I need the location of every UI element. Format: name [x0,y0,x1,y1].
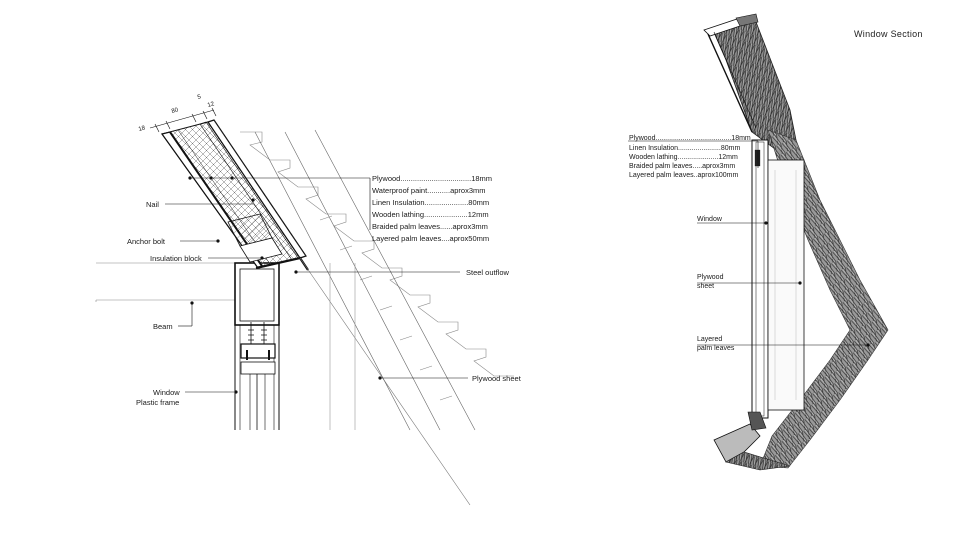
dim-label-80: 80 [171,107,180,115]
spec-linen-insulation: Linen Insulation.....................80m… [372,198,489,207]
right-layer-spec: Plywood.................................… [629,135,751,179]
base-sill [713,411,791,471]
left-layer-spec: Plywood.................................… [372,174,492,243]
callout-steel-outflow: Steel outflow [466,268,510,277]
right-spec-wooden-lathing: Wooden lathing.....................12mm [629,154,738,161]
dim-label-5: 5 [197,94,202,101]
spec-layered-palm: Layered palm leaves....aprox50mm [372,234,489,243]
right-callout-window: Window [697,216,723,223]
dim-label-12: 12 [207,101,216,109]
left-construction-detail: 18 80 5 12 [95,94,522,506]
right-callout-layered: Layered [697,336,722,343]
roof-layers [160,119,309,271]
callout-anchor-bolt: Anchor bolt [127,237,166,246]
beam-lines [95,262,235,302]
dimension-lines [149,107,217,133]
right-spec-plywood: Plywood.................................… [629,135,751,142]
layer-spec-leaders [190,177,371,230]
spec-plywood: Plywood.................................… [372,174,492,183]
dim-label-18: 18 [138,125,147,133]
callout-nail: Nail [146,200,159,209]
right-callout-palm-leaves: palm leaves [697,345,735,352]
right-leader-dots [764,221,870,347]
window-plastic-frame [234,262,280,430]
page-title: Window Section [854,29,923,39]
right-leaders [628,140,868,346]
right-spec-layered-palm: Layered palm leaves..aprox100mm [629,172,739,179]
spec-waterproof-paint: Waterproof paint...........aprox3mm [372,186,486,195]
right-callout-plywood-sheet: sheet [697,283,714,290]
callout-insulation-block: Insulation block [150,254,202,263]
right-spec-linen-insulation: Linen Insulation......................80… [629,145,740,152]
callout-plywood-sheet: Plywood sheet [472,374,522,383]
callout-window: Window [153,388,180,397]
right-spec-braided-palm: Braided palm leaves.....aprox3mm [629,163,735,170]
spec-braided-palm: Braided palm leaves......aprox3mm [372,222,488,231]
spec-wooden-lathing: Wooden lathing.....................12mm [372,210,489,219]
callout-beam: Beam [153,322,173,331]
ridge-cap [703,13,759,133]
right-callout-plywood: Plywood [697,274,724,281]
callout-plastic-frame: Plastic frame [136,398,179,407]
interior-plywood-sheet [751,139,805,419]
plywood-sheet-diagonal [254,129,476,431]
callout-leaders [165,203,468,393]
right-window-section: Plywood.................................… [628,13,889,471]
